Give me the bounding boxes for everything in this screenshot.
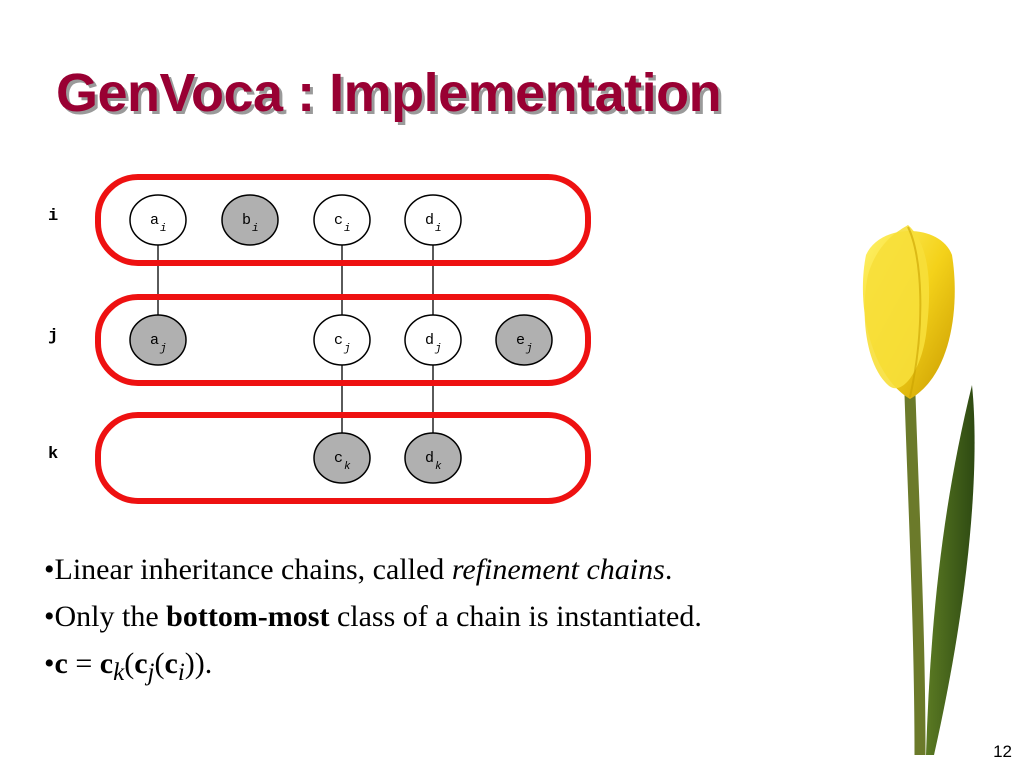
node-subscript: i (344, 223, 351, 235)
node-subscript: k (435, 461, 442, 473)
layer-band-j (95, 294, 591, 386)
node-letter: d (425, 332, 434, 349)
node-subscript: j (434, 343, 442, 355)
bullet-formula: •c = ck(cj(ci)). (44, 647, 213, 686)
layer-labels: i j k (48, 207, 58, 464)
bottom-most-term: bottom-most (166, 600, 330, 633)
node-circle (404, 314, 462, 366)
node-circle (495, 314, 553, 366)
node-subscript: i (435, 223, 442, 235)
node-circle (404, 432, 462, 484)
node-subscript: i (160, 223, 167, 235)
node-letter: a (150, 332, 159, 349)
node-letter: c (334, 212, 343, 229)
node-circle (129, 314, 187, 366)
node-letter: a (150, 212, 159, 229)
refinement-chains-term: refinement chains (451, 553, 665, 586)
bullet-list: •Linear inheritance chains, called refin… (44, 546, 702, 696)
node-letter: d (425, 450, 434, 467)
tulip-leaf (926, 385, 975, 755)
node-letter: e (516, 332, 525, 349)
node-subscript: i (252, 223, 259, 235)
layer-band-i (95, 174, 591, 266)
layer-label-j: j (48, 327, 58, 346)
layer-bands (95, 174, 591, 504)
node-circle (404, 194, 462, 246)
layer-band-k (95, 412, 591, 504)
node-subscript: j (525, 343, 533, 355)
node-circle (313, 194, 371, 246)
node-subscript: j (159, 343, 167, 355)
refinement-links (157, 245, 434, 433)
tulip-image (862, 225, 975, 756)
node-letter: c (334, 450, 343, 467)
tulip-petal-front (864, 225, 930, 389)
node-circle (129, 194, 187, 246)
layer-label-k: k (48, 445, 58, 464)
node-circle (313, 314, 371, 366)
bullet-refinement-chains: •Linear inheritance chains, called refin… (44, 553, 673, 586)
node-circle (313, 432, 371, 484)
tulip-stem (904, 394, 926, 756)
slide-title: GenVoca : Implementation (56, 63, 722, 123)
node-letter: c (334, 332, 343, 349)
page-number: 12 (993, 742, 1012, 761)
bullet-bottom-most: •Only the bottom-most class of a chain i… (44, 600, 702, 633)
node-circle (221, 194, 279, 246)
node-subscript: j (343, 343, 351, 355)
node-letter: b (242, 212, 251, 229)
node-subscript: k (344, 461, 351, 473)
layer-label-i: i (48, 207, 58, 226)
node-letter: d (425, 212, 434, 229)
